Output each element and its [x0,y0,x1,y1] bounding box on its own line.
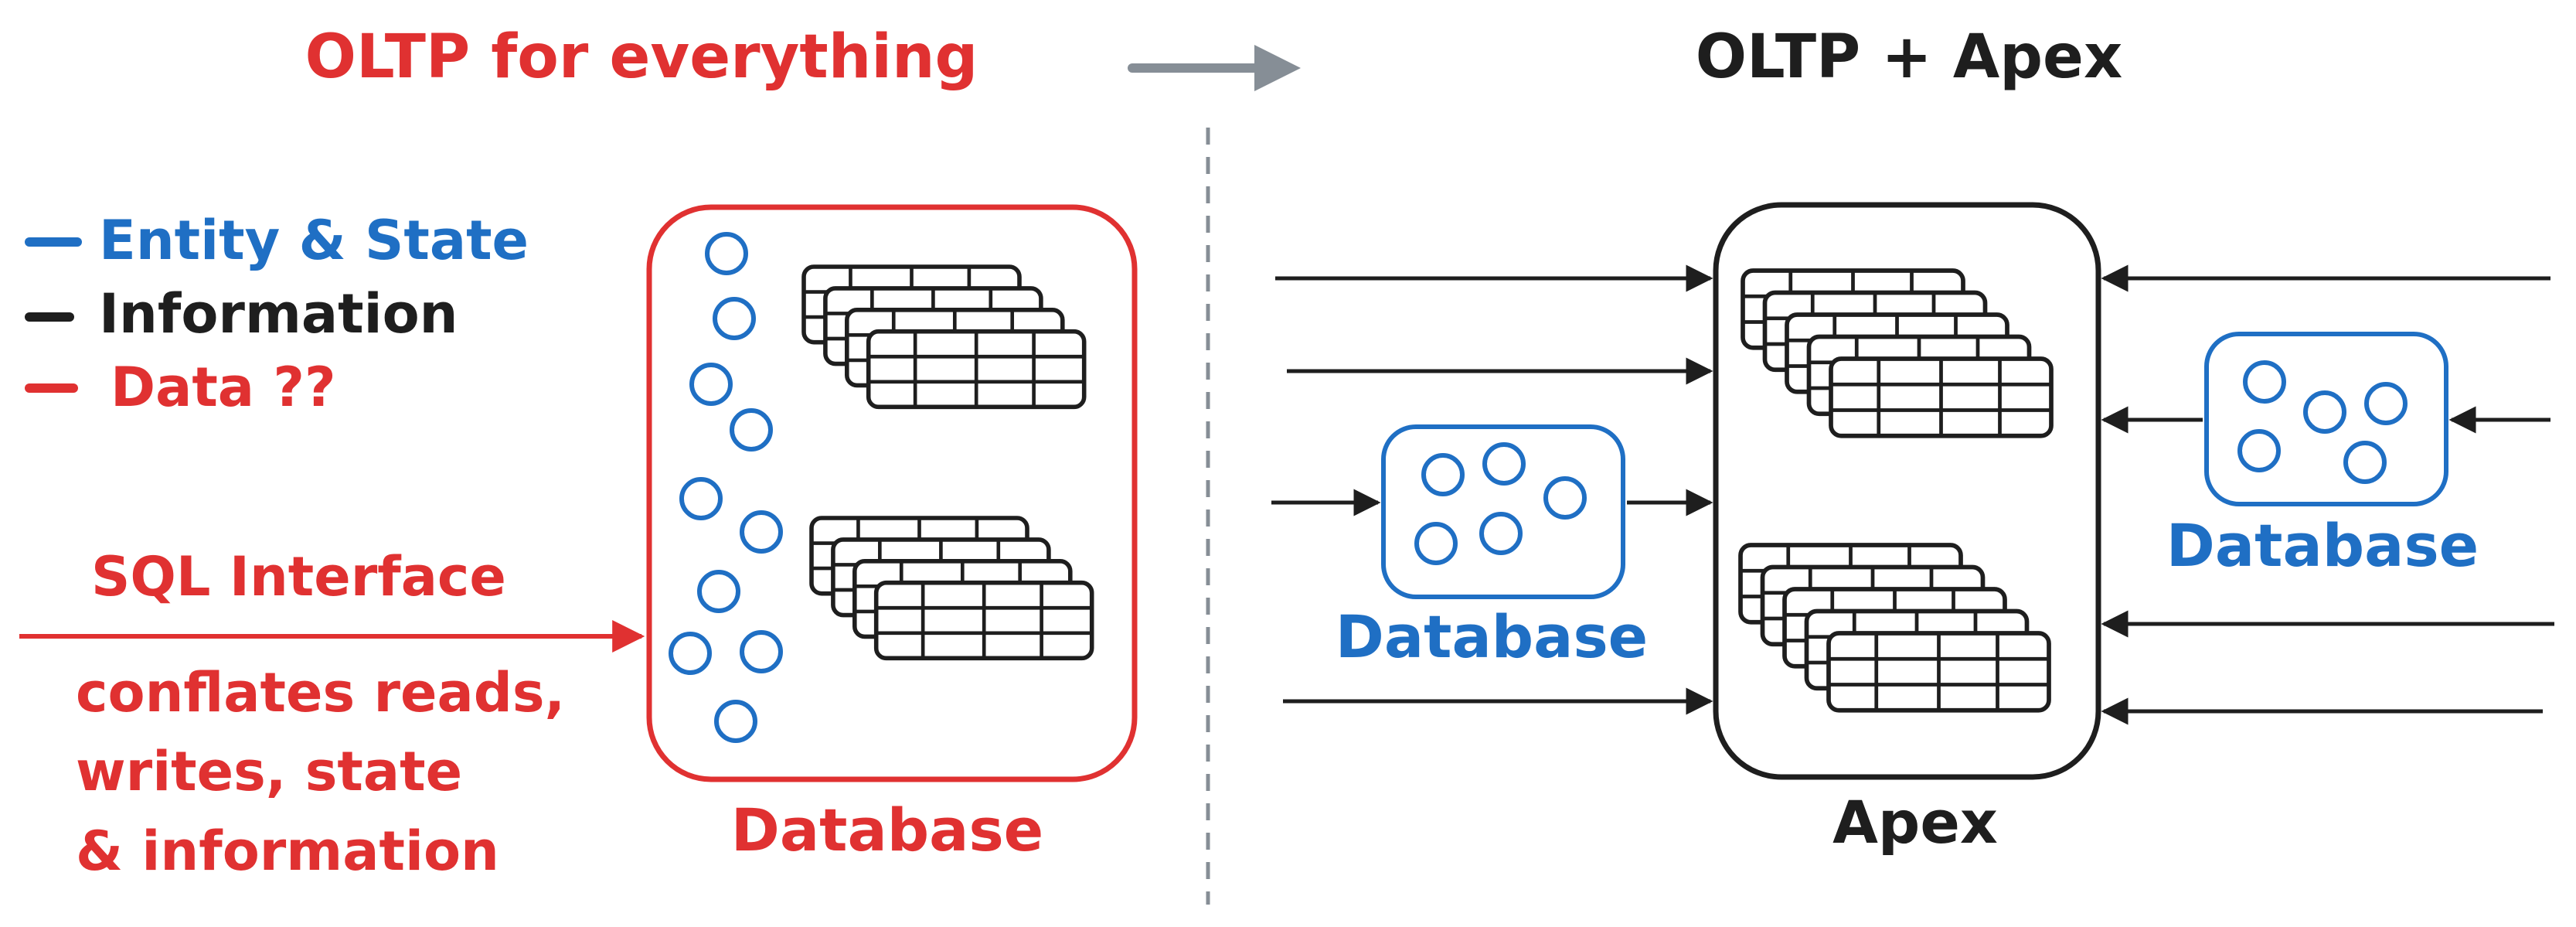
entity-circle [1414,522,1458,565]
entity-circle [730,408,773,452]
entity-circle [740,510,783,554]
entity-circle [705,232,748,275]
entity-circle [740,630,783,673]
legend-label-information: Information [99,282,458,346]
entity-circle [2243,360,2286,404]
right-title: OLTP + Apex [1696,22,2123,92]
right-database-box [2204,332,2448,506]
entity-circle [713,297,756,340]
sql-note-line-2: writes, state [76,740,462,803]
table-icon [876,583,1092,659]
entity-circle [714,700,757,743]
legend: Entity & State Information Data ?? [25,209,529,419]
sql-note-line-3: & information [76,820,499,883]
oltp-database-label: Database [731,796,1043,864]
apex-label: Apex [1832,788,1998,857]
entity-circle [1482,442,1526,486]
legend-label-data: Data ?? [111,356,336,419]
entity-circle [1543,476,1587,520]
sql-note-line-1: conflates reads, [76,661,565,724]
entity-circle [679,477,723,520]
left-title: OLTP for everything [305,22,978,92]
entity-circle [689,363,733,406]
left-database-label: Database [1336,602,1648,671]
right-database-circles [2237,360,2408,484]
apex-right-inputs [2101,264,2554,725]
entity-circle [2364,382,2408,425]
entity-circle [697,570,740,613]
entity-circle [2303,390,2346,434]
legend-label-entity: Entity & State [99,209,529,272]
entity-circle [1479,512,1523,555]
entity-circle [2237,429,2281,472]
table-icon [1829,633,2049,711]
entity-circle [2343,441,2387,484]
table-icon [1831,359,2051,436]
apex-left-inputs [1271,264,1713,715]
oltp-entity-circles [669,232,783,743]
sql-interface-label: SQL Interface [91,545,506,608]
left-database-circles [1414,442,1587,565]
left-database-box [1381,424,1625,599]
table-icon [869,332,1084,407]
right-database-label: Database [2166,511,2479,580]
entity-circle [669,632,712,675]
entity-circle [1421,453,1465,496]
